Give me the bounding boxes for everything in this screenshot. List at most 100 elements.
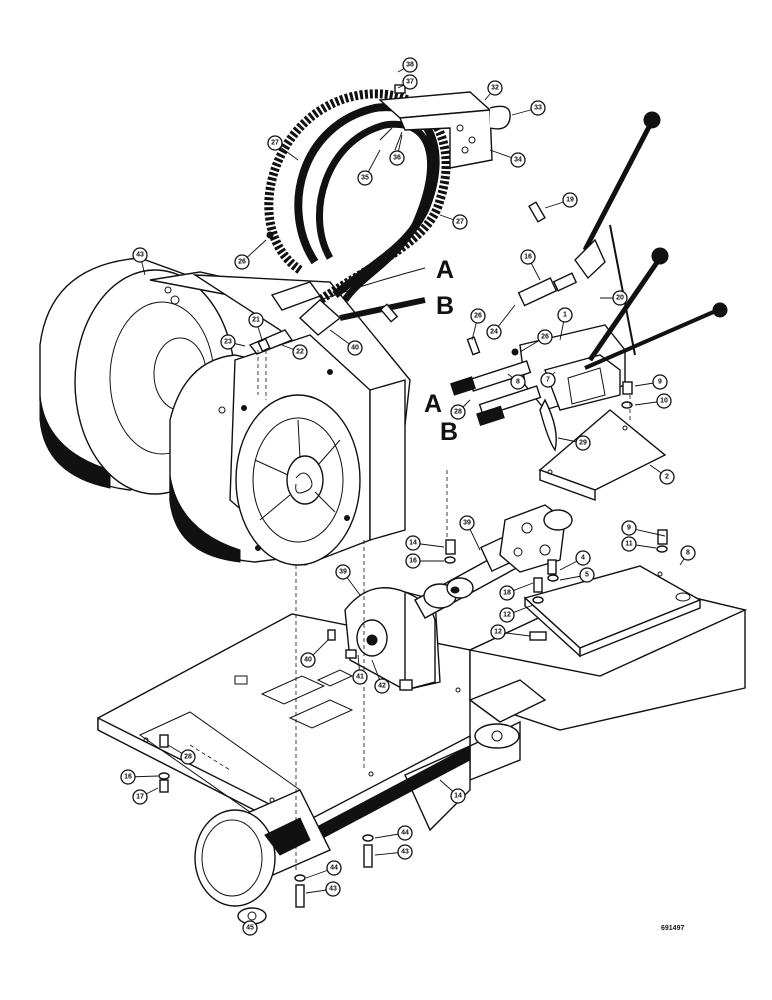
callout-5-lower: 5 [559,567,595,583]
callout-24: 24 [486,304,516,340]
callout-16-lower: 16 [120,769,159,785]
callout-11-lower: 12 [499,604,534,623]
svg-text:16: 16 [409,558,417,565]
callout-9: 8 [507,373,526,390]
callout-11-right: 11 [621,536,657,552]
svg-text:28: 28 [454,409,462,416]
svg-text:16: 16 [524,254,532,261]
callout-8: 8 [679,545,696,566]
callout-39-upper: 40 [329,329,363,356]
callout-5-upper: 7 [540,371,556,388]
callout-15: 28 [167,744,196,765]
svg-text:18: 18 [503,590,511,597]
callout-27-upper: 26 [234,239,267,270]
svg-text:27: 27 [271,140,279,147]
callout-22: 22 [281,344,308,360]
alignment-lines [189,350,631,870]
svg-text:29: 29 [579,440,587,447]
svg-text:22: 22 [296,349,304,356]
svg-text:14: 14 [454,793,462,800]
callout-37: 39 [459,515,481,551]
callout-34: 36 [389,134,405,166]
svg-text:12: 12 [503,612,511,619]
svg-text:9: 9 [658,379,662,386]
svg-text:32: 32 [491,85,499,92]
svg-text:10: 10 [660,398,668,405]
callout-23: 23 [220,334,246,350]
callout-36: 38 [397,57,418,73]
hanger-bracket [299,744,471,851]
callout-43-upper: 43 [374,844,413,860]
callout-31: 33 [511,100,546,116]
svg-text:7: 7 [546,377,550,384]
svg-text:26: 26 [474,313,482,320]
svg-text:26: 26 [541,334,549,341]
svg-text:21: 21 [252,317,260,324]
valve-label-a: A [424,390,442,418]
control-valve-assembly [450,111,728,501]
callout-20: 20 [600,290,628,306]
svg-text:19: 19 [566,197,574,204]
svg-text:16: 16 [124,774,132,781]
callout-18: 18 [499,582,534,601]
svg-text:1: 1 [563,312,567,319]
callout-17: 17 [132,787,159,805]
callout-44-lower: 44 [305,860,342,879]
svg-text:12: 12 [494,629,502,636]
callout-2: 2 [649,464,675,485]
svg-text:2: 2 [665,474,669,481]
svg-text:11: 11 [625,541,633,548]
callout-25-right: 27 [439,214,468,230]
hose-bracket [378,84,511,169]
callout-27-lower: 26 [519,329,553,353]
callout-45: 45 [242,920,258,936]
svg-text:8: 8 [516,379,520,386]
callout-hanger: 14 [439,779,466,804]
svg-text:5: 5 [585,572,589,579]
hardware [158,231,668,925]
callout-29: 28 [450,399,471,420]
drive-shaft [414,504,573,619]
svg-text:45: 45 [246,925,254,932]
callout-44-upper: 44 [374,825,413,841]
callout-6: 9 [634,374,668,390]
svg-text:38: 38 [406,62,414,69]
callout-28: 29 [557,435,591,451]
callout-12: 12 [490,624,531,640]
callout-14: 14 [405,535,445,551]
svg-text:37: 37 [406,79,414,86]
callout-21: 21 [248,312,264,341]
svg-text:27: 27 [456,219,464,226]
callout-19: 19 [544,192,578,209]
callout-5-right: 9 [621,520,666,537]
svg-text:35: 35 [361,175,369,182]
svg-text:39: 39 [463,520,471,527]
svg-text:34: 34 [514,157,522,164]
svg-text:39: 39 [339,569,347,576]
callout-32: 34 [489,149,526,168]
svg-text:40: 40 [351,345,359,352]
callout-38: 39 [335,564,361,596]
svg-text:44: 44 [330,865,338,872]
svg-text:28: 28 [184,754,192,761]
svg-text:8: 8 [686,550,690,557]
valve-label-b: B [440,418,458,446]
svg-text:4: 4 [581,555,585,562]
callout-35: 37 [397,74,418,90]
svg-text:20: 20 [616,295,624,302]
callout-39-lower: 40 [300,639,329,668]
pivot-plate [523,565,702,658]
svg-text:43: 43 [401,849,409,856]
callout-16-upper: 16 [520,249,541,281]
callout-4: 4 [559,550,591,571]
callout-42: 43 [132,247,148,276]
svg-text:17: 17 [136,794,144,801]
svg-text:33: 33 [534,105,542,112]
callout-30: 32 [484,80,503,101]
svg-text:26: 26 [238,259,246,266]
svg-text:40: 40 [304,657,312,664]
svg-text:43: 43 [136,252,144,259]
callout-40: 41 [352,654,368,685]
svg-text:9: 9 [627,525,631,532]
